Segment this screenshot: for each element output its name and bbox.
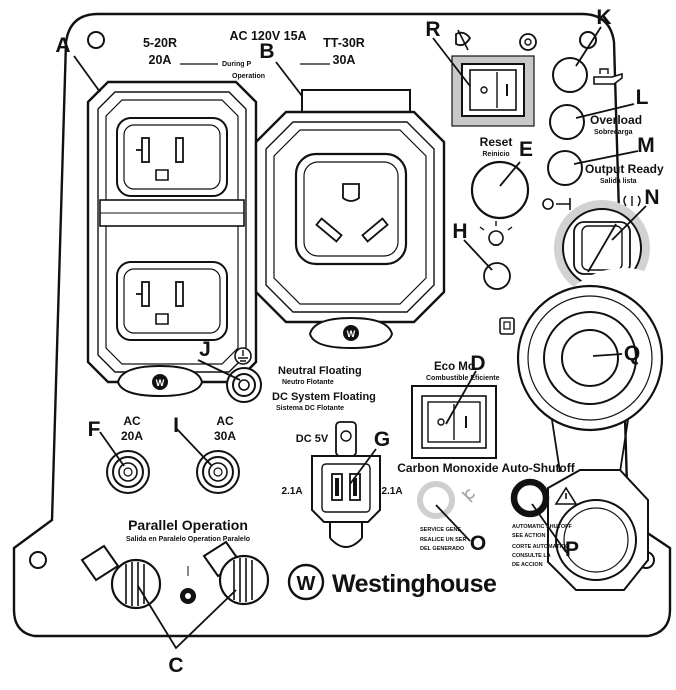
label-auto-5: DE ACCION bbox=[512, 562, 543, 568]
usb-port-cover[interactable] bbox=[311, 421, 381, 548]
label-during-parallel: During P bbox=[222, 61, 251, 68]
parallel-port-left[interactable] bbox=[80, 544, 162, 610]
callout-o: O bbox=[470, 532, 486, 555]
label-service-1: SERVICE GENE bbox=[420, 527, 461, 533]
output-ready-indicator-light bbox=[547, 150, 583, 186]
wrench-icon bbox=[461, 489, 475, 503]
label-operation: Operation bbox=[232, 73, 265, 80]
callout-r: R bbox=[425, 18, 440, 41]
recoil-start-handle[interactable] bbox=[516, 268, 676, 495]
label-auto-4: CONSULTE LA bbox=[512, 553, 551, 559]
callout-l: L bbox=[636, 86, 649, 109]
oil-can-icon bbox=[593, 68, 623, 85]
callout-g: G bbox=[374, 428, 390, 451]
ground-icon bbox=[234, 347, 252, 365]
tt-30r-outlet[interactable]: W bbox=[254, 89, 446, 350]
label-tt-30r: TT-30R bbox=[323, 36, 365, 50]
co-shutoff-indicator bbox=[510, 478, 550, 518]
callout-c: C bbox=[168, 654, 183, 677]
label-dc-floating-es: Sistema DC Flotante bbox=[276, 405, 344, 412]
label-parallel: Parallel Operation bbox=[128, 517, 248, 533]
label-ac-rating: AC 120V 15A bbox=[229, 29, 306, 43]
label-service-2: REALICE UN SER bbox=[420, 537, 466, 543]
fan-icon bbox=[623, 195, 641, 207]
label-output-ready-es: Salida lista bbox=[600, 178, 637, 185]
usb-port-left[interactable] bbox=[331, 473, 343, 501]
callout-b: B bbox=[259, 40, 274, 63]
eco-mode-switch[interactable] bbox=[411, 385, 497, 459]
label-reset: Reset bbox=[480, 135, 513, 149]
choke-icon bbox=[455, 29, 472, 51]
label-5-20r: 5-20R bbox=[143, 36, 177, 50]
co-service-indicator bbox=[417, 481, 455, 519]
fuel-tank-icon bbox=[519, 33, 537, 51]
overload-indicator-light bbox=[549, 104, 585, 140]
callout-q: Q bbox=[624, 342, 640, 365]
brand-mark: W bbox=[297, 573, 316, 595]
label-output-ready: Output Ready bbox=[585, 162, 664, 176]
callout-k: K bbox=[596, 6, 611, 29]
callout-a: A bbox=[55, 34, 70, 57]
label-dc5v: DC 5V bbox=[296, 433, 329, 445]
label-neutral-floating: Neutral Floating bbox=[278, 365, 362, 377]
usb-port-right[interactable] bbox=[349, 473, 361, 501]
label-30a: 30A bbox=[333, 53, 356, 67]
caution-icon bbox=[180, 566, 196, 604]
callout-i: I bbox=[173, 414, 179, 437]
svg-text:W: W bbox=[347, 329, 356, 339]
duplex-outlet-5-20r[interactable]: W bbox=[86, 80, 258, 398]
label-service-3: DEL GENERADO bbox=[420, 546, 465, 552]
oil-indicator-light bbox=[552, 57, 588, 93]
label-ac-f: AC bbox=[123, 414, 141, 428]
label-20a-f: 20A bbox=[121, 429, 143, 443]
label-parallel-es: Salida en Paralelo Operation Paralelo bbox=[126, 536, 250, 543]
engine-switch[interactable] bbox=[451, 55, 535, 127]
label-usb-left: 2.1A bbox=[281, 486, 302, 497]
warning-icon bbox=[554, 486, 578, 505]
parallel-port-right[interactable] bbox=[202, 540, 270, 606]
label-neutral-floating-es: Neutro Flotante bbox=[282, 379, 334, 386]
reset-button[interactable] bbox=[470, 160, 530, 220]
label-20a: 20A bbox=[149, 53, 172, 67]
label-usb-right: 2.1A bbox=[381, 486, 402, 497]
label-overload-es: Sobrecarga bbox=[594, 129, 633, 136]
callout-j: J bbox=[199, 338, 211, 361]
callout-leaders bbox=[73, 26, 647, 650]
svg-text:W: W bbox=[156, 378, 165, 388]
callout-p: P bbox=[565, 538, 579, 561]
label-auto-3: CORTE AUTOMATICO bbox=[512, 544, 570, 550]
label-30a-i: 30A bbox=[214, 429, 236, 443]
westinghouse-logo: W bbox=[287, 563, 325, 601]
label-ac-i: AC bbox=[216, 414, 234, 428]
choke-position-icon bbox=[542, 198, 571, 210]
callout-e: E bbox=[519, 138, 533, 161]
label-reset-es: Reinicio bbox=[482, 151, 509, 158]
label-eco-mode: Eco Mo bbox=[434, 361, 475, 373]
brand-name: Westinghouse bbox=[332, 570, 497, 598]
callout-f: F bbox=[88, 418, 101, 441]
callout-h: H bbox=[452, 220, 467, 243]
lock-icon bbox=[499, 317, 515, 335]
fuel-cap[interactable] bbox=[547, 469, 649, 591]
label-eco-mode-es: Combustible Eficiente bbox=[426, 375, 500, 382]
mount-hole-bl bbox=[29, 551, 47, 569]
lightbulb-icon bbox=[479, 221, 513, 246]
ground-terminal[interactable] bbox=[226, 367, 262, 403]
label-overload: Overload bbox=[590, 113, 642, 127]
label-co-shutoff: Carbon Monoxide Auto-Shutoff bbox=[397, 461, 576, 475]
callout-d: D bbox=[470, 352, 485, 375]
label-auto-1: AUTOMATIC SHUTOFF bbox=[512, 524, 573, 530]
ac-20a-breaker[interactable] bbox=[106, 450, 150, 494]
mount-hole-tl bbox=[87, 31, 105, 49]
label-auto-2: SEE ACTION bbox=[512, 533, 545, 539]
callout-m: M bbox=[637, 134, 655, 157]
callout-n: N bbox=[644, 186, 659, 209]
label-dc-floating: DC System Floating bbox=[272, 391, 376, 403]
